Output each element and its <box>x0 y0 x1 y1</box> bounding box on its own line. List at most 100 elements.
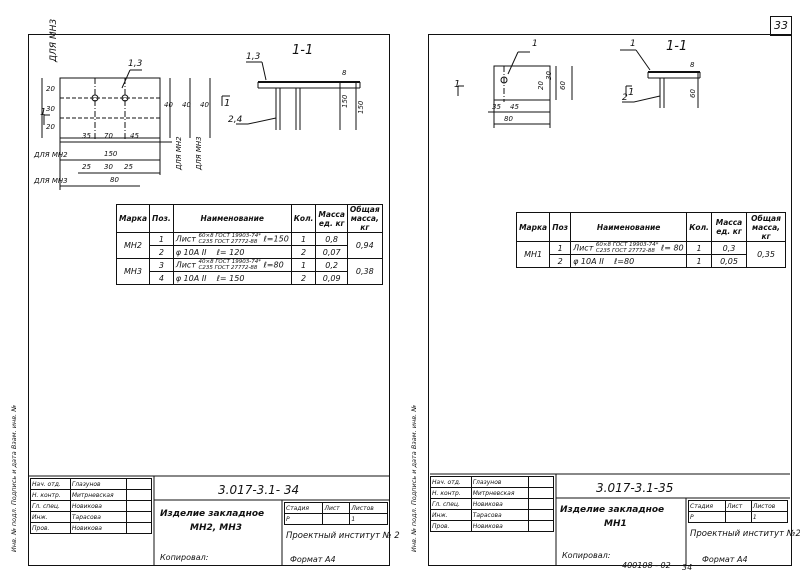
left-row-qty: 1 <box>290 258 317 272</box>
row-name-a: φ 10А II <box>175 247 207 257</box>
tb-sign <box>528 520 554 532</box>
left-row-pos: 1 <box>149 232 174 246</box>
row-name-a: Лист <box>175 234 196 244</box>
table-row: Гл. спец.Новикова <box>430 498 554 510</box>
left-th-mass: Масса ед. кг <box>315 204 348 233</box>
right-dim-20: 20 <box>537 81 545 90</box>
left-label-for-mn2: ДЛЯ МН2 <box>34 151 68 159</box>
table-row: Пров.Новикова <box>30 522 152 534</box>
left-dim-150s: 150 <box>357 100 365 114</box>
tb-role: Нач. отд. <box>30 478 71 490</box>
left-dim-40c: 40 <box>200 101 209 109</box>
tb-role: Гл. спец. <box>30 500 71 512</box>
left-row-pos: 2 <box>149 245 174 259</box>
left-spec-table: Марка Поз. Наименование Кол. Масса ед. к… <box>115 204 383 285</box>
right-row-name: Лист 60×8 ГОСТ 19903-74*С235 ГОСТ 27772-… <box>570 241 688 255</box>
tb-sign <box>528 476 554 488</box>
left-th-name: Наименование <box>172 204 292 233</box>
right-plate-plan <box>493 65 551 101</box>
tb-role: Нач. отд. <box>430 476 472 488</box>
table-row: МН1 1 Лист 60×8 ГОСТ 19903-74*С235 ГОСТ … <box>515 241 786 268</box>
tb-sheets: 1 <box>349 513 388 525</box>
right-th-mass: Масса ед. кг <box>711 212 747 242</box>
right-section-title: 1-1 <box>666 39 688 54</box>
tb-sign <box>126 500 152 512</box>
left-dim-20b: 20 <box>46 123 55 131</box>
row-name-fraction: 40×8 ГОСТ 19903-74*С235 ГОСТ 27772-88 <box>199 259 261 271</box>
table-row: Инж.Тарасова <box>30 511 152 523</box>
right-title-people: Нач. отд.Глазунов Н. контр.Митрневская Г… <box>430 476 554 532</box>
tb-role: Пров. <box>430 520 472 532</box>
left-dim-25b: 25 <box>124 163 133 171</box>
table-row: Гл. спец.Новикова <box>30 500 152 512</box>
left-callout-sect-b: 2,4 <box>228 115 243 125</box>
left-product-label: Изделие закладное <box>160 509 265 519</box>
row-len: ℓ=80 <box>263 260 284 270</box>
left-row-mark: МН3 <box>115 258 151 285</box>
row-name-bot: С235 ГОСТ 27772-88 <box>595 248 655 254</box>
tb-sheets: 1 <box>750 511 789 523</box>
left-label-for-mn3: ДЛЯ МН3 <box>34 177 68 185</box>
left-dim-35: 35 <box>82 132 91 140</box>
row-len: ℓ=150 <box>263 234 289 244</box>
left-bar-circle-1 <box>91 94 99 102</box>
tb-person: Новикова <box>69 522 128 534</box>
row-len: ℓ= 150 <box>216 273 245 283</box>
right-th-qty: Кол. <box>686 212 712 242</box>
right-dim-80: 80 <box>504 115 513 123</box>
page-number: 33 <box>774 19 788 32</box>
left-callout-sect-a: 1,3 <box>246 52 261 62</box>
left-dim-80: 80 <box>110 176 119 184</box>
right-th-total: Общая масса, кг <box>746 212 786 242</box>
tb-sign <box>126 478 152 490</box>
table-row: МН2 1 Лист 60×8 ГОСТ 19903-74*С235 ГОСТ … <box>115 232 383 259</box>
right-row-mass: 0,3 <box>711 241 747 255</box>
tb-role: Инж. <box>30 511 71 523</box>
right-dim-30: 30 <box>545 71 553 80</box>
right-row-qty: 1 <box>686 254 712 268</box>
row-len: ℓ= 120 <box>216 247 245 257</box>
right-callout-sect-a: 1 <box>630 39 636 49</box>
tb-stage: Р <box>283 513 324 525</box>
right-callout-plan: 1 <box>532 39 538 49</box>
left-row-name: φ 10А II ℓ= 120 <box>172 245 292 259</box>
left-row-mark: МН2 <box>115 232 151 259</box>
right-dim-45: 45 <box>510 103 519 111</box>
left-row-total: 0,38 <box>346 258 383 285</box>
row-len: ℓ= 80 <box>660 243 684 253</box>
left-format: Формат А4 <box>290 555 336 564</box>
table-row: 2 φ 10А II ℓ= 120 2 0,07 <box>117 245 383 259</box>
left-row-mass: 0,09 <box>315 271 348 285</box>
tb-sign <box>126 522 152 534</box>
tb-sheets-h: Листов <box>349 502 388 514</box>
left-label-for-mn3-top: ДЛЯ МН3 <box>49 18 59 62</box>
left-dim-70: 70 <box>104 132 113 140</box>
table-row: Пров.Новикова <box>430 520 554 532</box>
left-row-pos: 4 <box>149 271 174 285</box>
right-row-pos: 1 <box>549 241 572 255</box>
tb-role: Н. контр. <box>430 487 472 499</box>
tb-sign <box>528 498 554 510</box>
tb-role: Гл. спец. <box>430 498 472 510</box>
left-th-qty: Кол. <box>290 204 317 233</box>
tb-person: Глазунов <box>69 478 128 490</box>
tb-sheets-h: Листов <box>750 500 789 512</box>
left-dim-150: 150 <box>104 150 118 158</box>
row-name-a: Лист <box>175 260 196 270</box>
left-row-mass: 0,8 <box>315 232 348 246</box>
right-row-total: 0,35 <box>746 241 786 268</box>
left-copied: Копировал: <box>160 553 209 562</box>
right-callout-sect-b: 2 <box>622 93 628 103</box>
row-name-top: 40×8 ГОСТ 19903-74* <box>198 259 261 265</box>
tb-person: Тарасова <box>470 509 530 521</box>
left-org: Проектный институт № 2 <box>286 531 400 541</box>
left-row-name: Лист 60×8 ГОСТ 19903-74*С235 ГОСТ 27772-… <box>172 232 292 246</box>
right-row-mass: 0,05 <box>711 254 747 268</box>
left-row-total: 0,94 <box>346 232 383 259</box>
left-sheet-frame <box>28 34 390 566</box>
right-side-strip: Инв. № подл. Подпись и дата Взам. инв. № <box>410 405 418 552</box>
right-product-label: Изделие закладное <box>560 505 665 515</box>
left-row-pos: 3 <box>149 258 174 272</box>
tb-sign <box>126 489 152 501</box>
